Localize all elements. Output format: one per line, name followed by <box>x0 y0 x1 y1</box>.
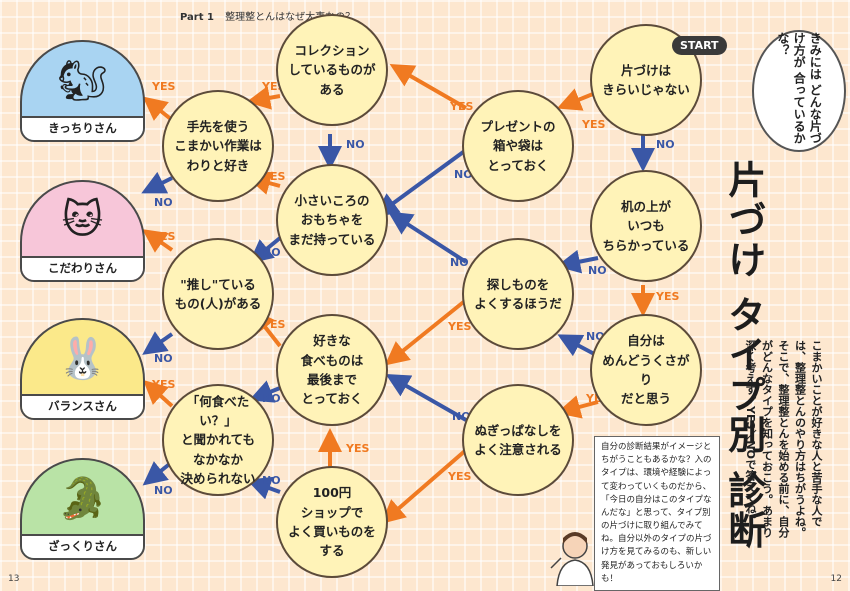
type-name: きっちりさん <box>22 116 143 140</box>
start-badge: START <box>672 36 727 55</box>
yes-label: YES <box>152 230 176 243</box>
question-node: 好きな 食べものは 最後まで とっておく <box>276 314 388 426</box>
yes-label: YES <box>448 320 472 333</box>
question-node: 小さいころの おもちゃを まだ持っている <box>276 164 388 276</box>
no-label: NO <box>154 484 173 497</box>
yes-label: YES <box>656 290 680 303</box>
no-label: NO <box>588 264 607 277</box>
yes-label: YES <box>450 100 474 113</box>
yes-label: YES <box>152 378 176 391</box>
chapter-title: 整理整とんはなぜ大事なの？ <box>225 12 356 23</box>
question-node: 「何食べたい？」 と聞かれても なかなか 決められない <box>162 384 274 496</box>
cat-icon: 🐱 <box>61 197 104 243</box>
yes-label: YES <box>152 80 176 93</box>
question-node: 手先を使う こまかい作業は わりと好き <box>162 90 274 202</box>
question-node: 探しものを よくするほうだ <box>462 238 574 350</box>
yes-label: YES <box>346 442 370 455</box>
intro-text: こまかいことが好きな人と苦手な人では、整理整とんのやり方はちがうよね。そこで、整… <box>744 340 823 538</box>
question-node: 100円 ショップで よく買いものを する <box>276 466 388 578</box>
no-label: NO <box>450 256 469 269</box>
speech-bubble: きみには どんな片づけ方が 合っているかな？ <box>752 30 846 152</box>
question-node: 机の上が いつも ちらかっている <box>590 170 702 282</box>
yes-label: YES <box>262 170 286 183</box>
question-node: ぬぎっぱなしを よく注意される <box>462 384 574 496</box>
type-name: バランスさん <box>22 394 143 418</box>
no-label: NO <box>262 246 281 259</box>
page-number-right: 12 <box>830 574 842 584</box>
crocodile-icon: 🐊 <box>57 475 108 522</box>
no-label: NO <box>262 392 281 405</box>
type-card-kicchiri: ものをこまかく分けるのは得意 🐿 きっちりさん <box>20 40 145 142</box>
yes-label: YES <box>582 118 606 131</box>
no-label: NO <box>656 138 675 151</box>
no-label: NO <box>262 474 281 487</box>
page-header: Part 1 整理整とんはなぜ大事なの？ <box>180 8 355 23</box>
no-label: NO <box>154 352 173 365</box>
note-box: 自分の診断結果がイメージとちがうこともあるかな？入のタイプは、環境や経験によって… <box>594 436 720 591</box>
question-node: プレゼントの 箱や袋は とっておく <box>462 90 574 202</box>
type-card-kodawari: 好きなものは好き！を追求したい 🐱 こだわりさん <box>20 180 145 282</box>
person-illustration <box>550 532 594 586</box>
yes-label: YES <box>262 318 286 331</box>
question-node: "推し"ている もの(人)がある <box>162 238 274 350</box>
type-name: こだわりさん <box>22 256 143 280</box>
type-card-zakkuri: とりあえずきれいに見えればいい 🐊 ざっくりさん <box>20 458 145 560</box>
rabbit-icon: 🐰 <box>57 335 108 382</box>
type-card-balance: 片づけたい気持ちはあるけれど… 🐰 バランスさん <box>20 318 145 420</box>
squirrel-icon: 🐿 <box>57 57 108 104</box>
question-node: コレクション しているものが ある <box>276 14 388 126</box>
no-label: NO <box>154 196 173 209</box>
page-number-left: 13 <box>8 574 20 584</box>
no-label: NO <box>346 138 365 151</box>
question-node: 自分は めんどうくさがり だと思う <box>590 314 702 426</box>
yes-label: YES <box>448 470 472 483</box>
page-title: 片づけ タイプ別 診断 <box>721 160 766 551</box>
type-name: ざっくりさん <box>22 534 143 558</box>
part-label: Part 1 <box>180 12 214 23</box>
